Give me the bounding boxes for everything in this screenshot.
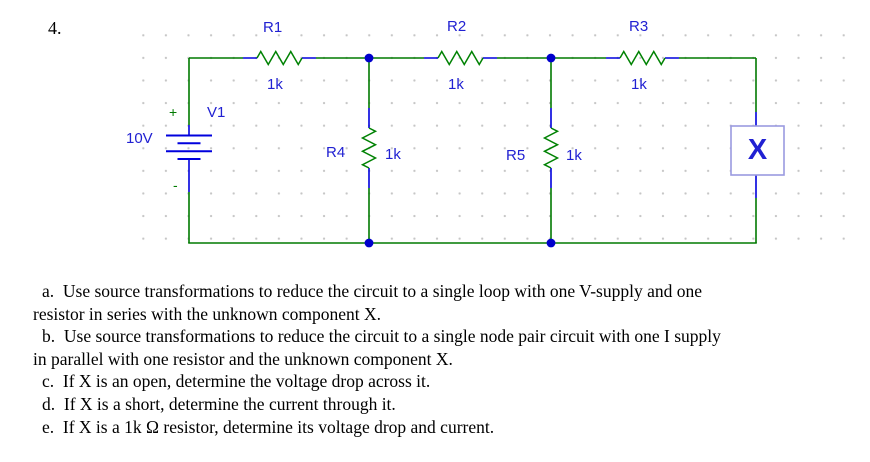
question-b-line-1: b. Use source transformations to reduce … [42, 326, 721, 347]
question-d: d. If X is a short, determine the curren… [42, 393, 396, 414]
r2-value-label: 1k [448, 76, 464, 93]
battery-symbol [166, 134, 212, 160]
r5-value-label: 1k [566, 147, 582, 164]
battery-minus-sign: - [173, 177, 178, 193]
question-c: c. If X is an open, determine the voltag… [42, 371, 431, 392]
r5-name-label: R5 [506, 147, 526, 164]
wires [188, 57, 757, 244]
question-a-line-1: a. Use source transformations to reduce … [42, 281, 702, 301]
v1-value-label: 10V [126, 130, 153, 147]
circuit-diagram: R1 1k R2 1k R3 1k R4 1k R5 1k V1 10V + -… [126, 18, 860, 248]
battery-plus-sign: + [169, 104, 178, 120]
resistor-r2-symbol [437, 49, 484, 67]
question-a-line-2: resistor in series with the unknown comp… [33, 303, 382, 324]
v1-name-label: V1 [207, 104, 226, 121]
question-e: e. If X is a 1k Ω resistor, determine it… [42, 416, 495, 437]
questions-block: a. Use source transformations to reduce … [33, 280, 721, 438]
r3-value-label: 1k [631, 76, 647, 93]
resistor-r1-symbol [256, 49, 303, 67]
resistor-r4-symbol [360, 127, 378, 169]
x-component-box [730, 125, 785, 176]
resistor-symbols [256, 49, 666, 169]
r1-value-label: 1k [267, 76, 283, 93]
problem-number: 4. [48, 18, 62, 38]
component-leads [188, 57, 757, 198]
junction-dot-bottom-left [364, 238, 374, 248]
junction-dot-top-left [364, 53, 374, 63]
r2-name-label: R2 [447, 18, 467, 35]
circuit-canvas [166, 49, 785, 248]
resistor-r5-symbol [542, 127, 560, 169]
junction-dots [364, 53, 556, 248]
r3-name-label: R3 [629, 18, 649, 35]
r1-name-label: R1 [263, 19, 283, 36]
resistor-r3-symbol [619, 49, 666, 67]
question-b-line-2: in parallel with one resistor and the un… [33, 348, 453, 369]
r4-name-label: R4 [326, 144, 346, 161]
x-component-label: X [747, 134, 768, 166]
junction-dot-bottom-right [546, 238, 556, 248]
r4-value-label: 1k [385, 146, 401, 163]
junction-dot-top-right [546, 53, 556, 63]
